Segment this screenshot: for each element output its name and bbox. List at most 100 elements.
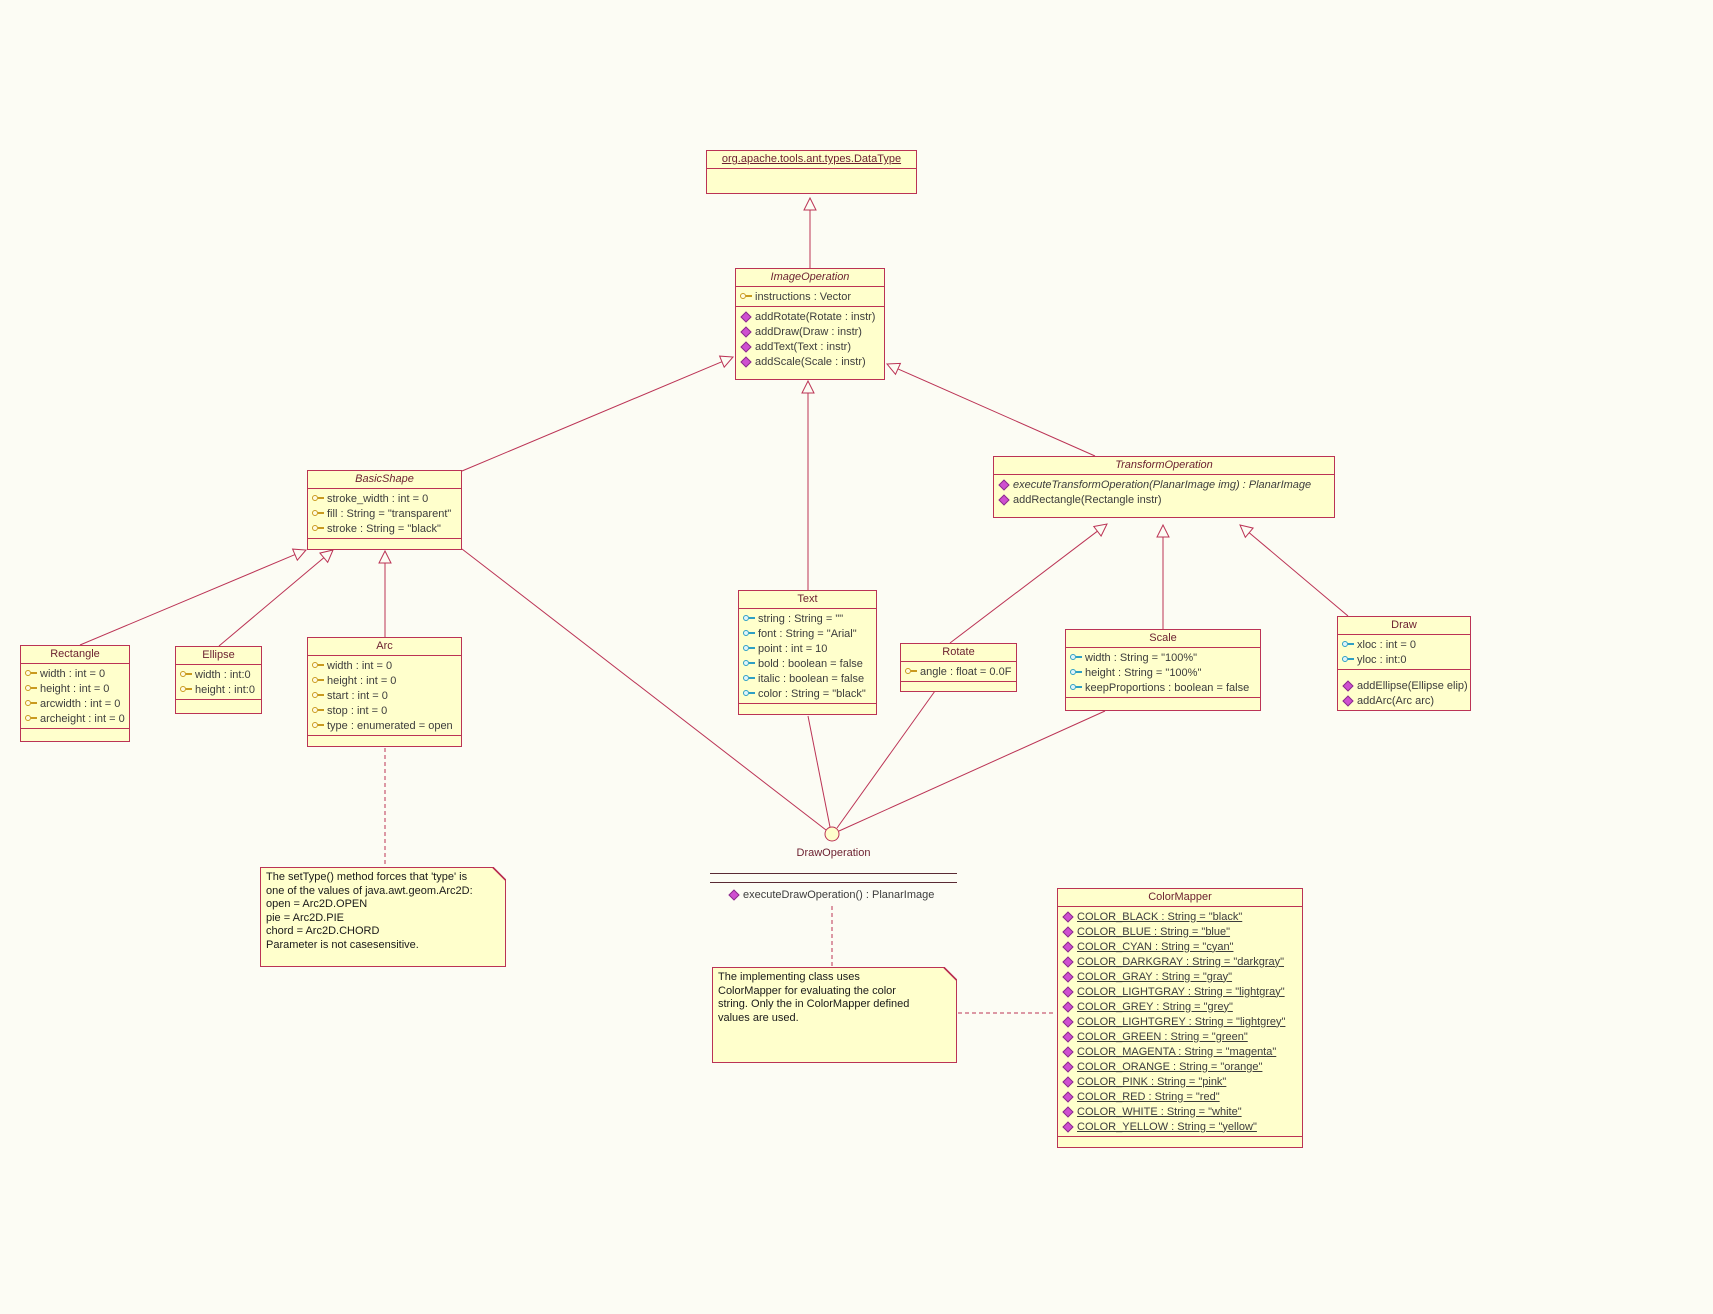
attribute-text: width : int = 0 bbox=[40, 667, 106, 680]
class-ellipse[interactable]: Ellipse width : int:0 height : int:0 bbox=[175, 646, 262, 714]
note-arc-settype[interactable]: The setType() method forces that 'type' … bbox=[260, 867, 506, 967]
attribute-text: angle : float = 0.0F bbox=[920, 665, 1012, 678]
class-arc[interactable]: Arc width : int = 0 height : int = 0 sta… bbox=[307, 637, 462, 747]
gen-rotate-transformoperation bbox=[949, 530, 1098, 644]
cyan-key-icon bbox=[1341, 654, 1354, 665]
attribute-row: type : enumerated = open bbox=[308, 718, 461, 733]
class-name: Rectangle bbox=[50, 648, 100, 660]
attribute-row: stop : int = 0 bbox=[308, 703, 461, 718]
class-basicshape[interactable]: BasicShape stroke_width : int = 0 fill :… bbox=[307, 470, 462, 550]
gen-transformoperation-imageoperation bbox=[897, 368, 1096, 457]
compartment-divider bbox=[308, 488, 461, 489]
empty-compartment bbox=[901, 682, 1016, 691]
interface-divider bbox=[710, 882, 957, 883]
attribute-row: width : int = 0 bbox=[308, 658, 461, 673]
class-name: ImageOperation bbox=[770, 271, 850, 283]
note-colormapper-usage[interactable]: The implementing class uses ColorMapper … bbox=[712, 967, 957, 1063]
attribute-row: height : String = "100%" bbox=[1066, 665, 1260, 680]
attribute-row: COLOR_GRAY : String = "gray" bbox=[1058, 969, 1302, 984]
gen-ellipse-basicshape bbox=[218, 557, 325, 647]
diamond-icon bbox=[1061, 1031, 1074, 1042]
attribute-text: COLOR_DARKGRAY : String = "darkgray" bbox=[1077, 955, 1285, 968]
note-line: string. Only the in ColorMapper defined bbox=[718, 998, 910, 1010]
attribute-row: archeight : int = 0 bbox=[21, 711, 129, 726]
attribute-row: bold : boolean = false bbox=[739, 656, 876, 671]
attribute-row: stroke_width : int = 0 bbox=[308, 491, 461, 506]
key-icon bbox=[179, 669, 192, 680]
attributes-compartment: width : int = 0 height : int = 0 arcwidt… bbox=[21, 664, 129, 728]
diamond-icon bbox=[1061, 971, 1074, 982]
attribute-text: yloc : int:0 bbox=[1357, 653, 1407, 666]
gen-rectangle-basicshape bbox=[79, 554, 296, 646]
diamond-icon bbox=[1061, 941, 1074, 952]
class-rotate[interactable]: Rotate angle : float = 0.0F bbox=[900, 643, 1017, 692]
class-name: Draw bbox=[1391, 619, 1417, 631]
class-rectangle[interactable]: Rectangle width : int = 0 height : int =… bbox=[20, 645, 130, 742]
compartment-divider bbox=[736, 306, 884, 307]
class-scale[interactable]: Scale width : String = "100%" height : S… bbox=[1065, 629, 1261, 711]
key-icon bbox=[311, 675, 324, 686]
attribute-row: COLOR_WHITE : String = "white" bbox=[1058, 1104, 1302, 1119]
attribute-text: string : String = "" bbox=[758, 612, 844, 625]
attributes-compartment: instructions : Vector bbox=[736, 287, 884, 306]
attribute-row: COLOR_LIGHTGREY : String = "lightgrey" bbox=[1058, 1014, 1302, 1029]
class-colormapper[interactable]: ColorMapper COLOR_BLACK : String = "blac… bbox=[1057, 888, 1303, 1148]
note-line: one of the values of java.awt.geom.Arc2D… bbox=[266, 884, 473, 897]
compartment-divider bbox=[736, 286, 884, 287]
method-text: executeDrawOperation() : PlanarImage bbox=[743, 888, 935, 901]
compartment-divider bbox=[21, 728, 129, 729]
method-text: addEllipse(Ellipse elip) bbox=[1357, 679, 1468, 692]
link-text-drawoperation bbox=[807, 715, 831, 828]
diamond-icon bbox=[1341, 680, 1354, 691]
attributes-compartment: xloc : int = 0 yloc : int:0 bbox=[1338, 635, 1470, 669]
attribute-text: stop : int = 0 bbox=[327, 704, 388, 717]
empty-compartment bbox=[176, 700, 261, 713]
key-icon bbox=[311, 720, 324, 731]
attribute-row: keepProportions : boolean = false bbox=[1066, 680, 1260, 695]
attribute-text: COLOR_ORANGE : String = "orange" bbox=[1077, 1060, 1263, 1073]
attribute-text: xloc : int = 0 bbox=[1357, 638, 1417, 651]
attribute-row: xloc : int = 0 bbox=[1338, 637, 1470, 652]
key-icon bbox=[311, 523, 324, 534]
method-text: addScale(Scale : instr) bbox=[755, 355, 866, 368]
compartment-divider bbox=[1058, 1136, 1302, 1137]
key-icon bbox=[311, 493, 324, 504]
note-line: ColorMapper for evaluating the color bbox=[718, 984, 896, 997]
class-datatype[interactable]: org.apache.tools.ant.types.DataType bbox=[706, 150, 917, 194]
diamond-icon bbox=[739, 356, 752, 367]
note-line: Parameter is not casesensitive. bbox=[266, 938, 419, 951]
class-draw[interactable]: Draw xloc : int = 0 yloc : int:0 addElli… bbox=[1337, 616, 1471, 711]
class-name: Ellipse bbox=[202, 649, 235, 661]
method-row: addScale(Scale : instr) bbox=[736, 354, 884, 369]
class-name: Arc bbox=[376, 640, 393, 652]
gen-arrowhead-icon bbox=[378, 549, 392, 564]
attribute-text: color : String = "black" bbox=[758, 687, 866, 700]
attribute-row: COLOR_BLACK : String = "black" bbox=[1058, 909, 1302, 924]
attribute-row: font : String = "Arial" bbox=[739, 626, 876, 641]
key-icon bbox=[179, 684, 192, 695]
cyan-key-icon bbox=[1341, 639, 1354, 650]
attributes-compartment: angle : float = 0.0F bbox=[901, 662, 1016, 681]
attribute-text: stroke : String = "black" bbox=[327, 522, 441, 535]
attribute-row: COLOR_GREY : String = "grey" bbox=[1058, 999, 1302, 1014]
note-fold-icon bbox=[943, 967, 957, 981]
drawoperation-interface-circle-icon bbox=[824, 826, 840, 842]
interface-drawoperation[interactable]: DrawOperation executeDrawOperation() : P… bbox=[710, 847, 957, 902]
diamond-icon bbox=[1061, 1076, 1074, 1087]
diamond-icon bbox=[1061, 1061, 1074, 1072]
attribute-row: COLOR_PINK : String = "pink" bbox=[1058, 1074, 1302, 1089]
attribute-text: COLOR_YELLOW : String = "yellow" bbox=[1077, 1120, 1257, 1133]
key-icon bbox=[24, 698, 37, 709]
class-text[interactable]: Text string : String = "" font : String … bbox=[738, 590, 877, 715]
cyan-key-icon bbox=[742, 673, 755, 684]
class-imageoperation[interactable]: ImageOperation instructions : Vector add… bbox=[735, 268, 885, 380]
attribute-row: fill : String = "transparent" bbox=[308, 506, 461, 521]
attribute-text: COLOR_GREY : String = "grey" bbox=[1077, 1000, 1233, 1013]
class-transformoperation[interactable]: TransformOperation executeTransformOpera… bbox=[993, 456, 1335, 518]
key-icon bbox=[904, 666, 917, 677]
gen-arrowhead-icon bbox=[885, 362, 902, 376]
compartment-divider bbox=[707, 168, 916, 169]
attribute-text: width : String = "100%" bbox=[1085, 651, 1198, 664]
compartment-divider bbox=[739, 703, 876, 704]
